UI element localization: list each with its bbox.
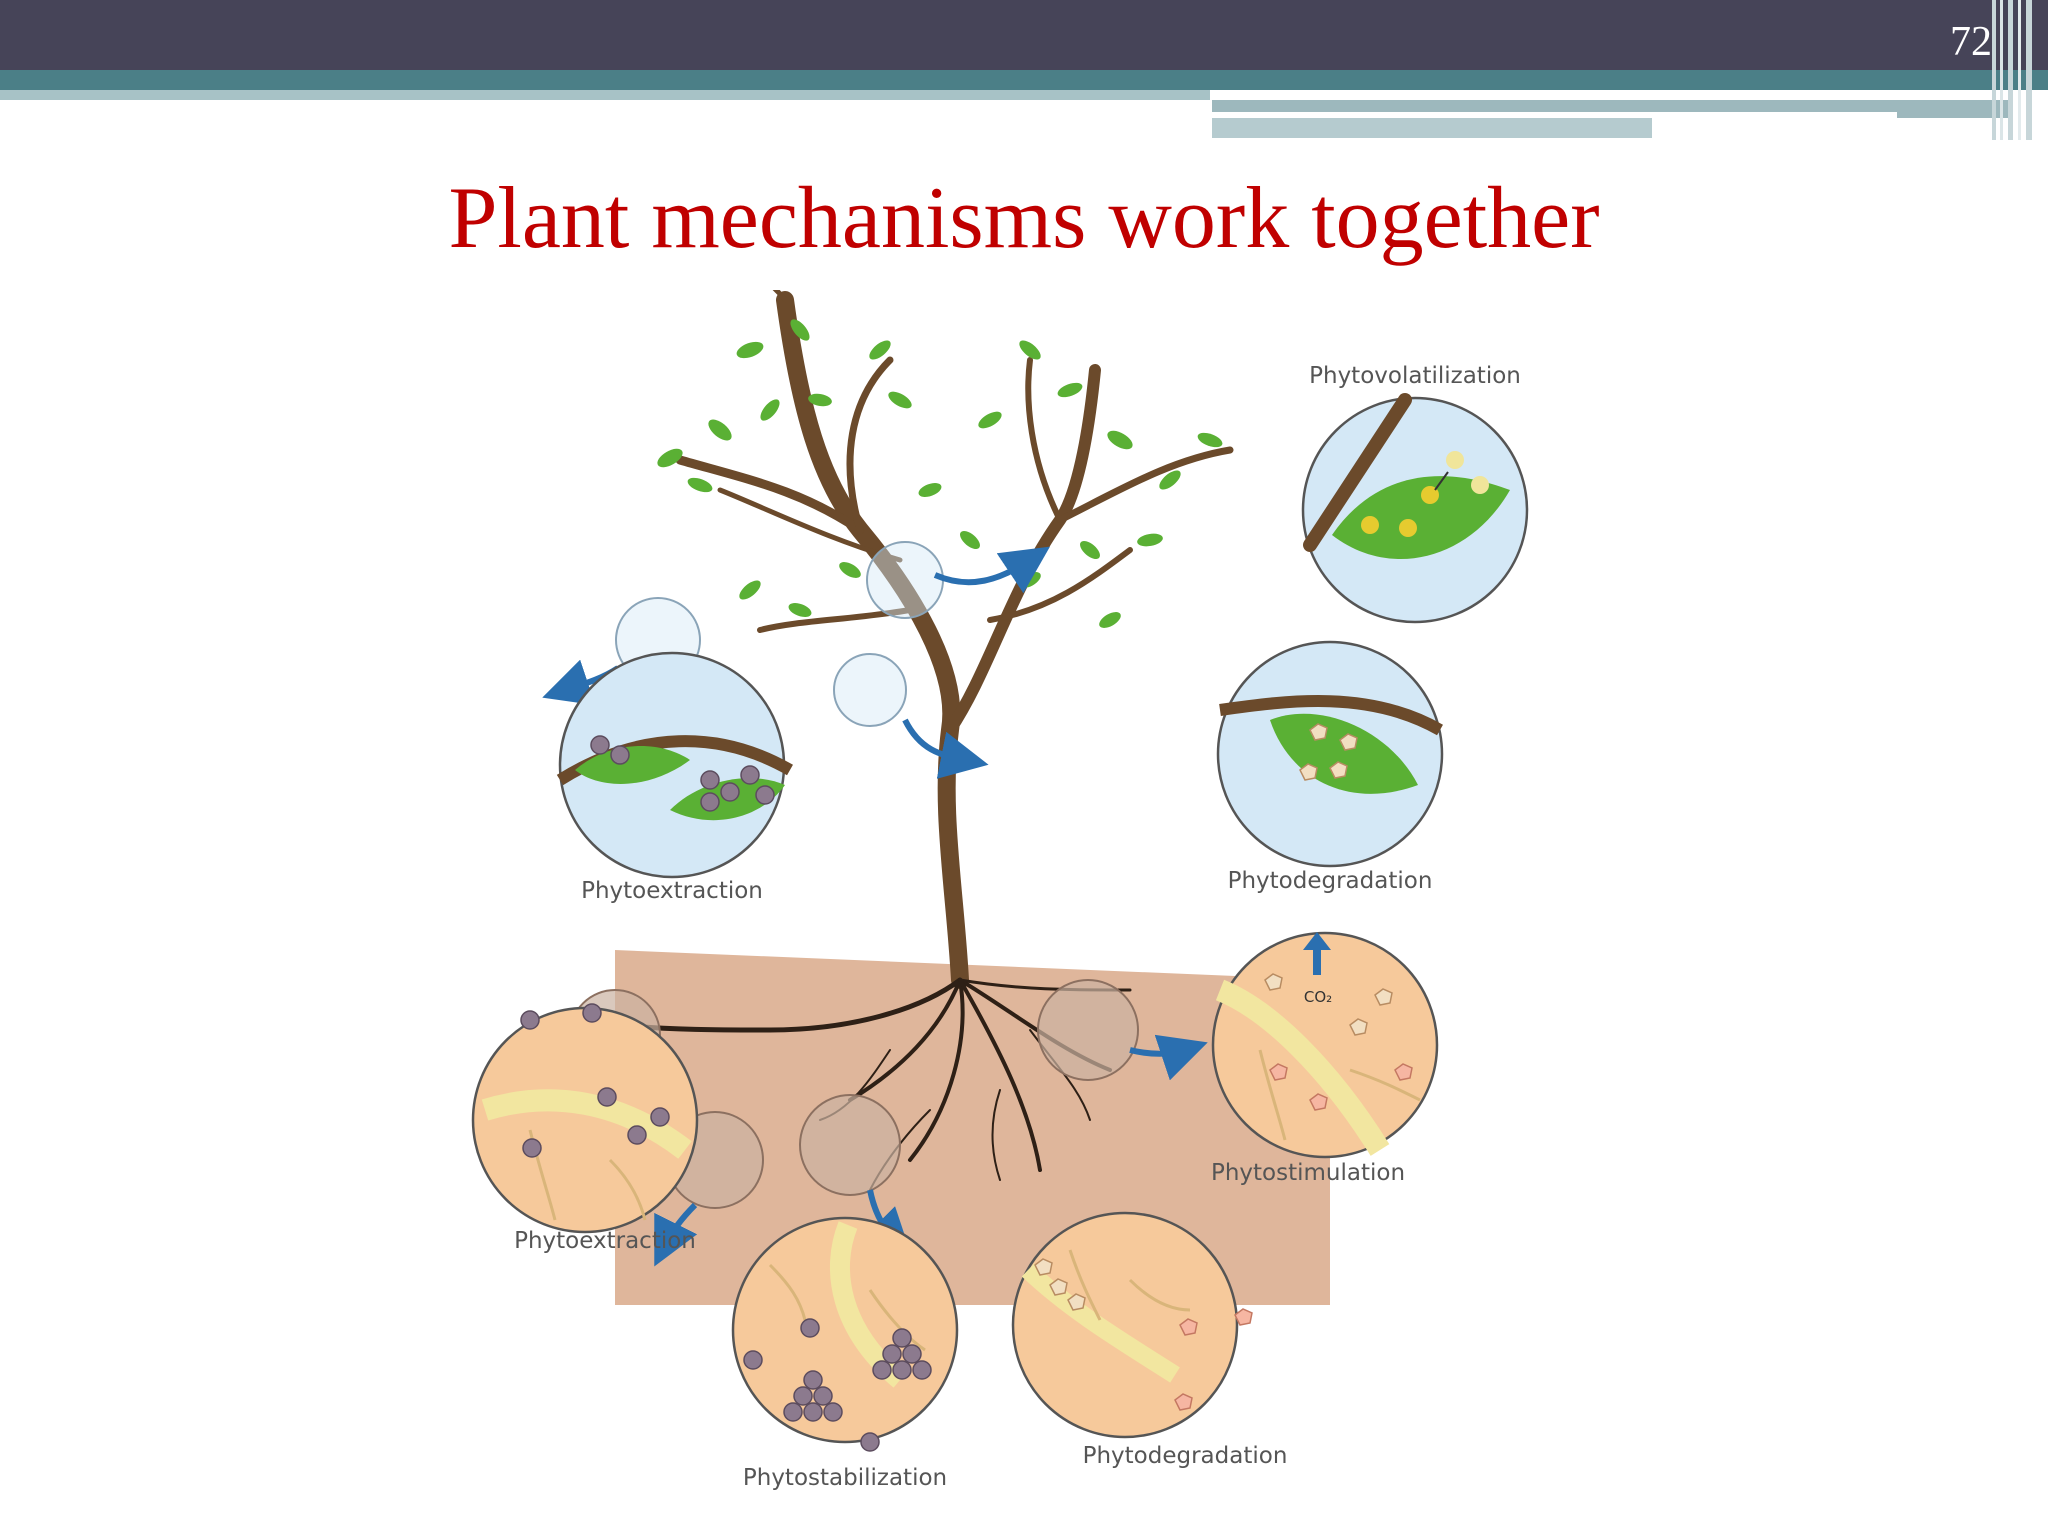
phytoremediation-diagram: Phytovolatilization Phytoextraction Phyt… bbox=[471, 290, 1529, 1491]
tree-icon bbox=[675, 290, 1234, 989]
inset-phytoextraction-leaf bbox=[556, 651, 793, 879]
inset-phytoextraction-root bbox=[471, 1003, 699, 1234]
header-stripe bbox=[0, 90, 1210, 100]
co2-label: CO₂ bbox=[1304, 988, 1332, 1006]
label-phytostabilization: Phytostabilization bbox=[743, 1465, 947, 1491]
inset-phytovolatilization bbox=[1301, 393, 1529, 624]
inset-phytostimulation: CO₂ bbox=[1211, 931, 1439, 1159]
label-phytostimulation: Phytostimulation bbox=[1211, 1160, 1405, 1186]
inset-phytodegradation-leaf bbox=[1216, 640, 1444, 868]
label-phytodegradation-root: Phytodegradation bbox=[1083, 1443, 1288, 1469]
label-phytodegradation-leaf: Phytodegradation bbox=[1228, 868, 1433, 894]
inset-phytodegradation-root bbox=[1011, 1211, 1253, 1439]
inset-phytostabilization bbox=[731, 1216, 959, 1452]
tree-leaves bbox=[657, 319, 1223, 628]
header-stripe bbox=[0, 70, 2048, 90]
label-phytoextraction-leaf: Phytoextraction bbox=[581, 878, 763, 904]
header-stripe bbox=[1212, 118, 1652, 138]
header-stripe bbox=[1212, 112, 1897, 118]
slide-title: Plant mechanisms work together bbox=[448, 170, 1600, 267]
slide-number: 72 bbox=[1950, 19, 1992, 65]
header-bar bbox=[0, 0, 2048, 70]
header-edge-lines bbox=[1992, 0, 2032, 140]
label-phytovolatilization: Phytovolatilization bbox=[1309, 363, 1521, 389]
label-phytoextraction-root: Phytoextraction bbox=[514, 1228, 696, 1254]
